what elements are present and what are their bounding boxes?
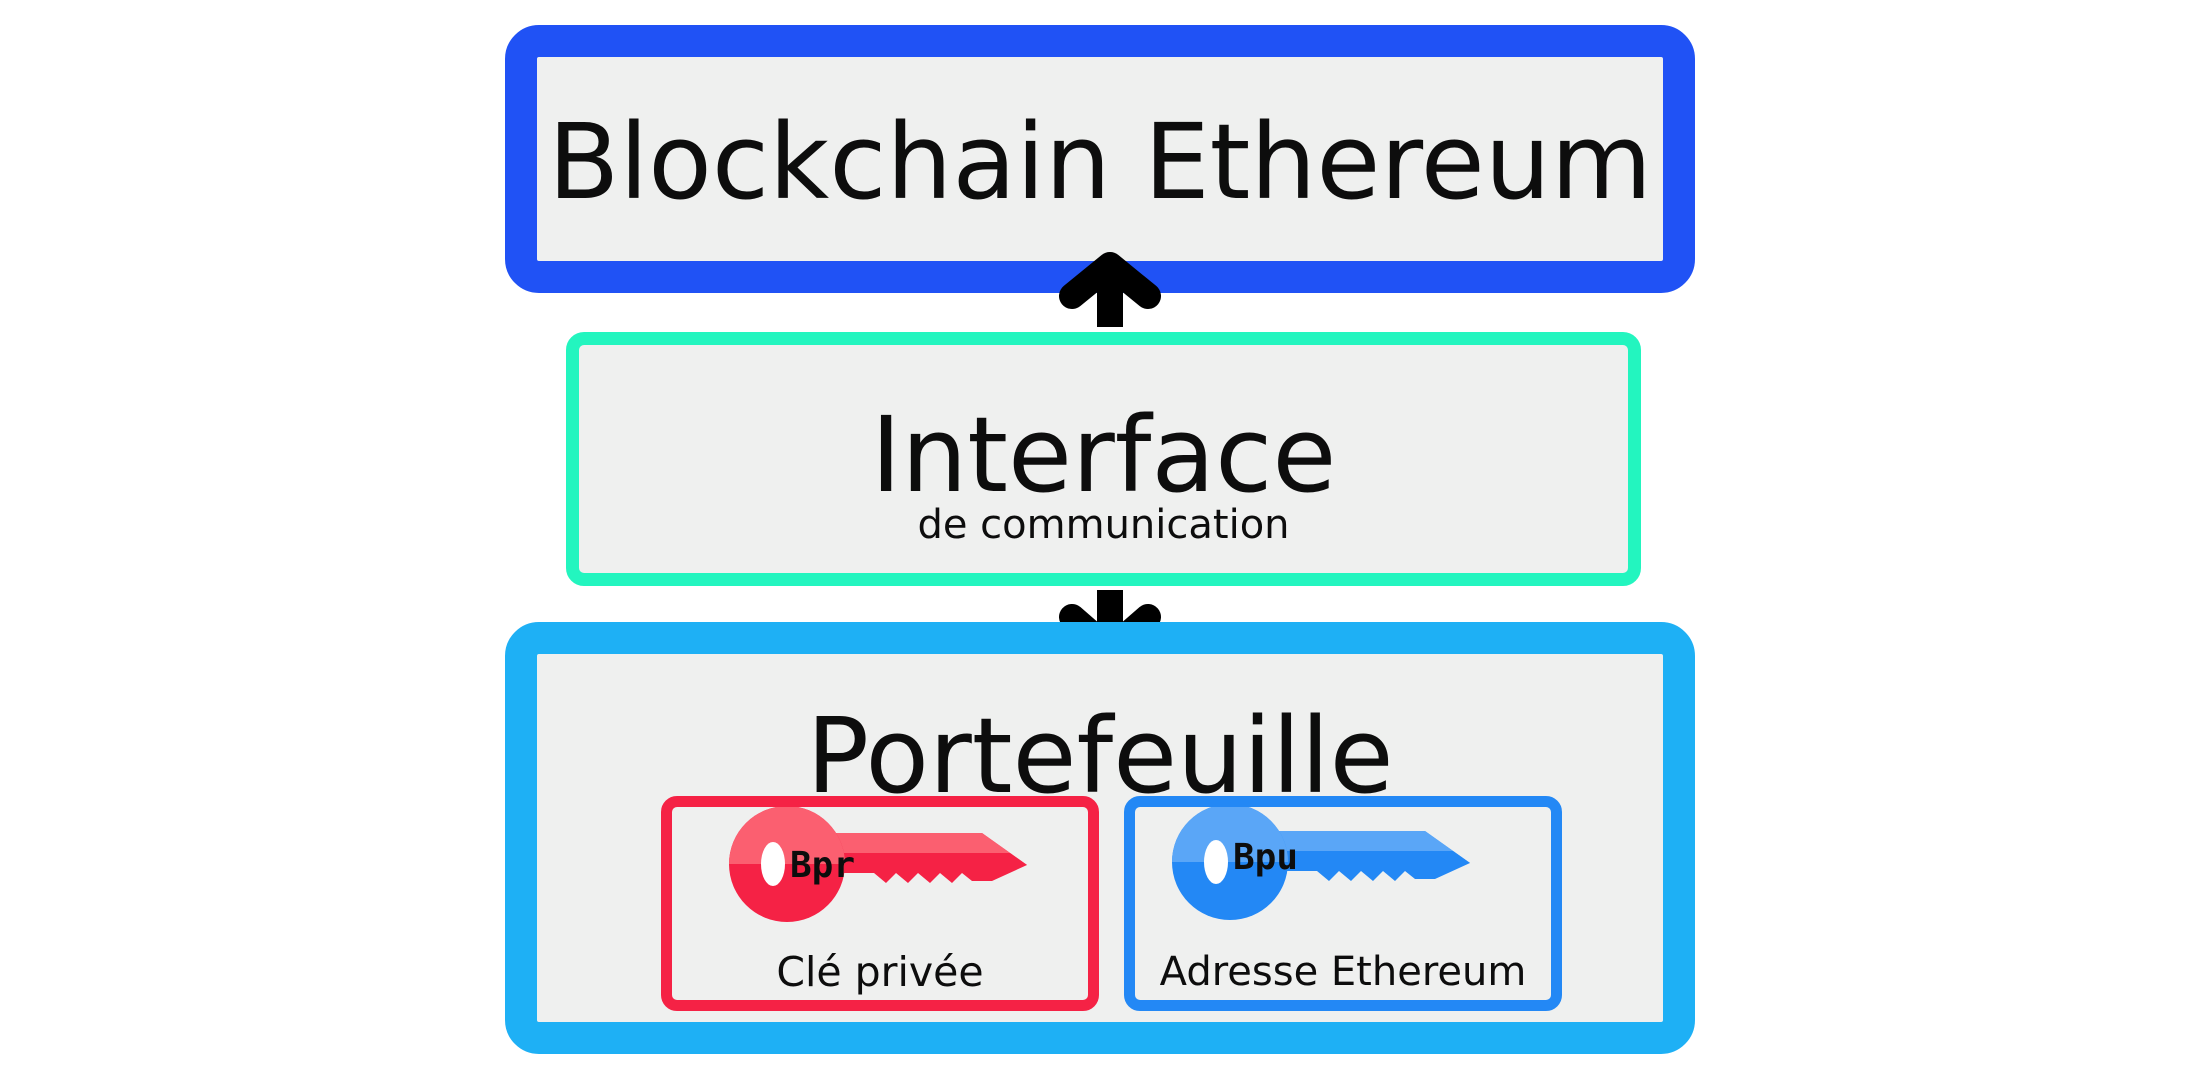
- public-key-label: Adresse Ethereum: [1159, 949, 1527, 995]
- interface-title: Interface: [870, 394, 1337, 516]
- public-key-icon: Bpu: [1172, 807, 1470, 920]
- private-key-badge: Bpr: [790, 845, 855, 886]
- blockchain-title: Blockchain Ethereum: [547, 101, 1653, 223]
- private-key-label: Clé privée: [776, 948, 984, 996]
- private-key-box: Bpr Clé privée: [661, 796, 1099, 1011]
- private-key-icon: Bpr: [729, 807, 1027, 922]
- blockchain-box: Blockchain Ethereum: [505, 25, 1695, 293]
- public-key-badge: Bpu: [1233, 837, 1298, 878]
- interface-box: Interface de communication: [566, 332, 1641, 586]
- public-key-box: Bpu Adresse Ethereum: [1124, 796, 1562, 1011]
- interface-subtitle: de communication: [917, 502, 1290, 548]
